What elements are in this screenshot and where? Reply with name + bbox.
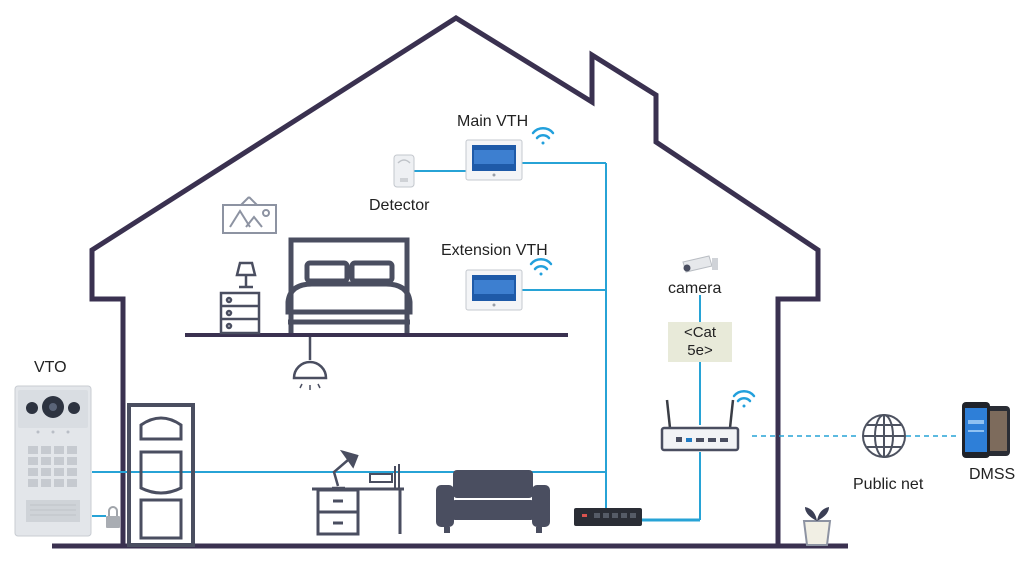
desk-icon bbox=[312, 487, 404, 536]
picture-frame-icon bbox=[222, 196, 277, 234]
desk-lamp-icon bbox=[332, 449, 359, 490]
camera-label: camera bbox=[668, 280, 722, 297]
switch-icon bbox=[574, 508, 642, 526]
router-icon bbox=[660, 399, 740, 452]
wifi-icon bbox=[531, 127, 555, 145]
table-lamp-icon bbox=[235, 261, 257, 289]
public-net-label: Public net bbox=[853, 476, 924, 493]
dmss-label: DMSS bbox=[969, 466, 1016, 483]
door-icon bbox=[127, 403, 195, 547]
detector-label: Detector bbox=[369, 197, 430, 214]
cable-type-box: <Cat 5e> bbox=[668, 322, 732, 362]
smartphone-icon bbox=[962, 402, 1010, 458]
main-vth-monitor-icon bbox=[465, 139, 523, 181]
cable-type-line1: <Cat bbox=[683, 324, 717, 341]
house-outline bbox=[89, 15, 821, 545]
plant-icon bbox=[802, 507, 832, 546]
detector-icon bbox=[393, 154, 415, 188]
main-vth-label: Main VTH bbox=[457, 113, 529, 130]
extension-vth-label: Extension VTH bbox=[441, 242, 548, 259]
extension-vth-monitor-icon bbox=[465, 269, 523, 311]
lock-icon bbox=[106, 506, 120, 528]
books-icon bbox=[369, 464, 400, 488]
wifi-icon bbox=[732, 390, 756, 408]
vto-panel-icon bbox=[14, 385, 92, 537]
wifi-icon bbox=[529, 258, 553, 276]
camera-icon bbox=[682, 255, 718, 273]
cable-type-line2: 5e> bbox=[687, 342, 713, 359]
ceiling-lamp-icon bbox=[292, 337, 328, 390]
bed-icon bbox=[285, 237, 413, 333]
globe-icon bbox=[862, 414, 906, 458]
sofa-icon bbox=[436, 470, 550, 533]
vto-label: VTO bbox=[34, 359, 67, 376]
nightstand-icon bbox=[219, 291, 261, 335]
